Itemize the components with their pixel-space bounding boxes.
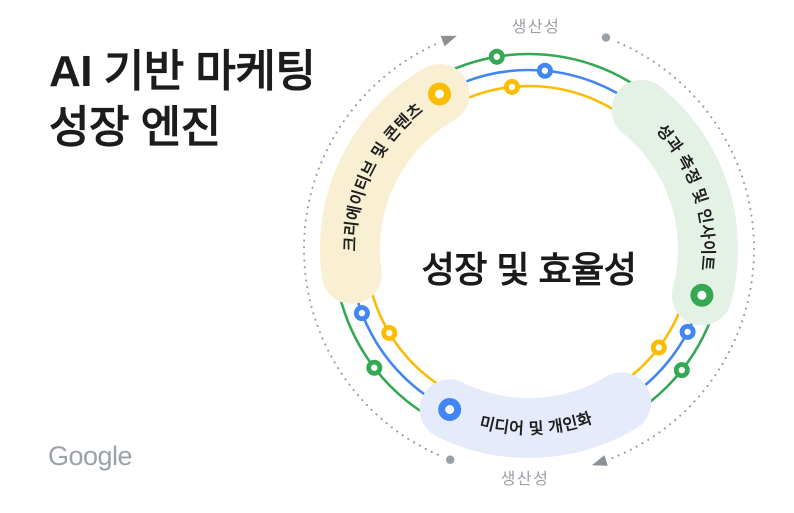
segment-dot-measurement-insight (690, 283, 714, 307)
flow-ring-group (302, 33, 756, 466)
center-label: 성장 및 효율성 (421, 249, 637, 290)
ring-marker-green (673, 362, 690, 379)
flow-start-dot (446, 455, 455, 464)
segment-dot-creative-content (428, 82, 451, 106)
flow-dotted-arc (302, 41, 442, 456)
ring-marker-blue (353, 305, 370, 322)
ring-markers-group (353, 48, 696, 379)
segment-band-measurement-insight (611, 79, 738, 326)
productivity-label-bottom: 생산성 (500, 471, 550, 488)
flow-arrow-icon (440, 35, 457, 47)
segment-bands-group (320, 63, 738, 458)
ring-marker-green (366, 359, 383, 376)
segment-dots-group (428, 82, 714, 421)
segment-dot-media-personalization (438, 398, 462, 421)
segment-band-media-personalization (419, 372, 652, 458)
flow-dotted-arc (607, 41, 756, 461)
flow-start-dot (601, 33, 611, 42)
ring-marker-green (488, 48, 505, 65)
ring-marker-yellow (650, 339, 667, 356)
ring-marker-blue (679, 323, 696, 340)
segment-band-creative-content (320, 63, 470, 304)
page-title: AI 기반 마케팅 성장 엔진 (49, 44, 316, 156)
page-title-line2: 성장 엔진 (49, 103, 221, 152)
page-title-line1: AI 기반 마케팅 (49, 47, 316, 96)
flow-arrow-icon (591, 455, 608, 466)
google-logo: Google (48, 441, 133, 471)
productivity-label-top: 생산성 (511, 19, 561, 36)
ring-marker-yellow (503, 78, 520, 95)
ring-marker-yellow (381, 324, 398, 341)
ring-marker-blue (536, 62, 553, 79)
